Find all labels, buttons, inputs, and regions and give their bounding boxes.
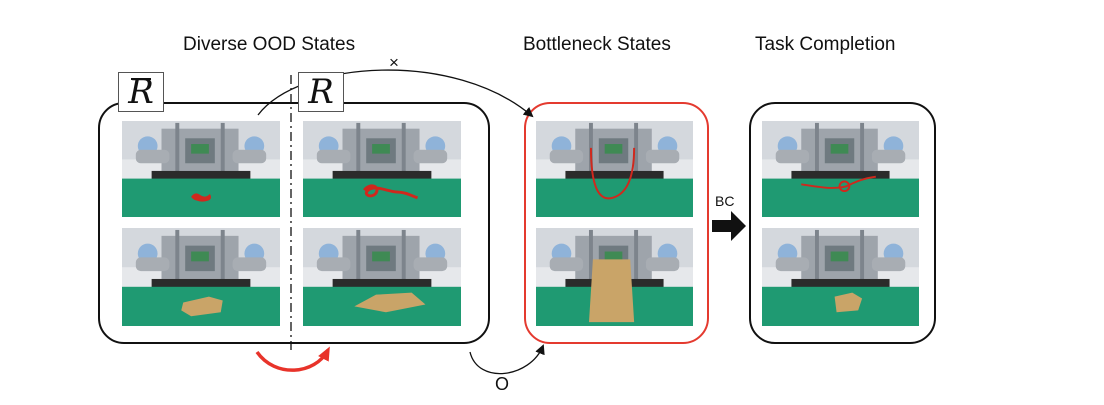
photo-cloth-bottleneck xyxy=(536,228,693,326)
circle-mark: O xyxy=(495,374,510,394)
photo-cloth-completed xyxy=(762,228,919,326)
title-diverse-ood-states: Diverse OOD States xyxy=(183,34,356,55)
red-transition-arrow xyxy=(255,346,330,372)
arrow-top-failure xyxy=(257,69,534,118)
title-task-completion: Task Completion xyxy=(755,34,896,55)
photo-rope-ood-2 xyxy=(303,121,461,217)
bc-arrow-icon xyxy=(712,211,746,241)
title-bottleneck-states: Bottleneck States xyxy=(523,34,671,55)
photo-rope-completed xyxy=(762,121,919,217)
photo-cloth-ood-1 xyxy=(122,228,280,326)
r-symbol: R xyxy=(298,72,344,112)
photo-rope-ood-1 xyxy=(122,121,280,217)
photo-rope-bottleneck xyxy=(536,121,693,217)
photo-cloth-ood-2 xyxy=(303,228,461,326)
r-bar-symbol: R xyxy=(118,72,164,112)
arrow-bottom-success xyxy=(469,344,545,375)
cross-mark: × xyxy=(389,53,399,72)
bc-label: BC xyxy=(715,193,735,209)
